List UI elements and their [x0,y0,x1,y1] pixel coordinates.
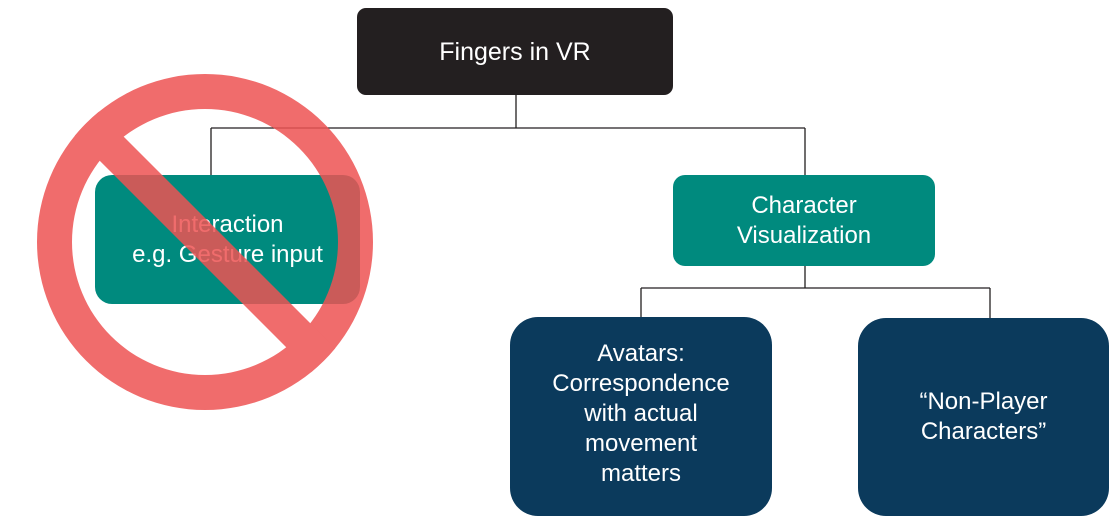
root-node-fingers-in-vr: Fingers in VR [357,8,673,95]
avatars-line-5: matters [600,460,681,487]
avatars-line-2: Correspondence [552,370,730,397]
non-player-characters-node: “Non-Player Characters” [858,318,1109,516]
interaction-line-1: Interaction [171,210,284,238]
avatars-line-3: with actual [584,400,698,427]
character-line-1: Character [751,191,857,219]
npc-line-1: “Non-Player [919,388,1048,415]
root-node-label: Fingers in VR [439,37,591,66]
interaction-node: Interaction e.g. Gesture input [95,175,360,304]
avatars-line-1: Avatars: [597,340,685,367]
interaction-line-2: e.g. Gesture input [132,240,323,268]
character-visualization-node: Character Visualization [673,175,935,266]
character-line-2: Visualization [736,221,872,249]
avatars-line-4: movement [584,430,698,457]
avatars-node: Avatars: Correspondence with actual move… [510,317,772,516]
npc-line-2: Characters” [920,418,1047,445]
